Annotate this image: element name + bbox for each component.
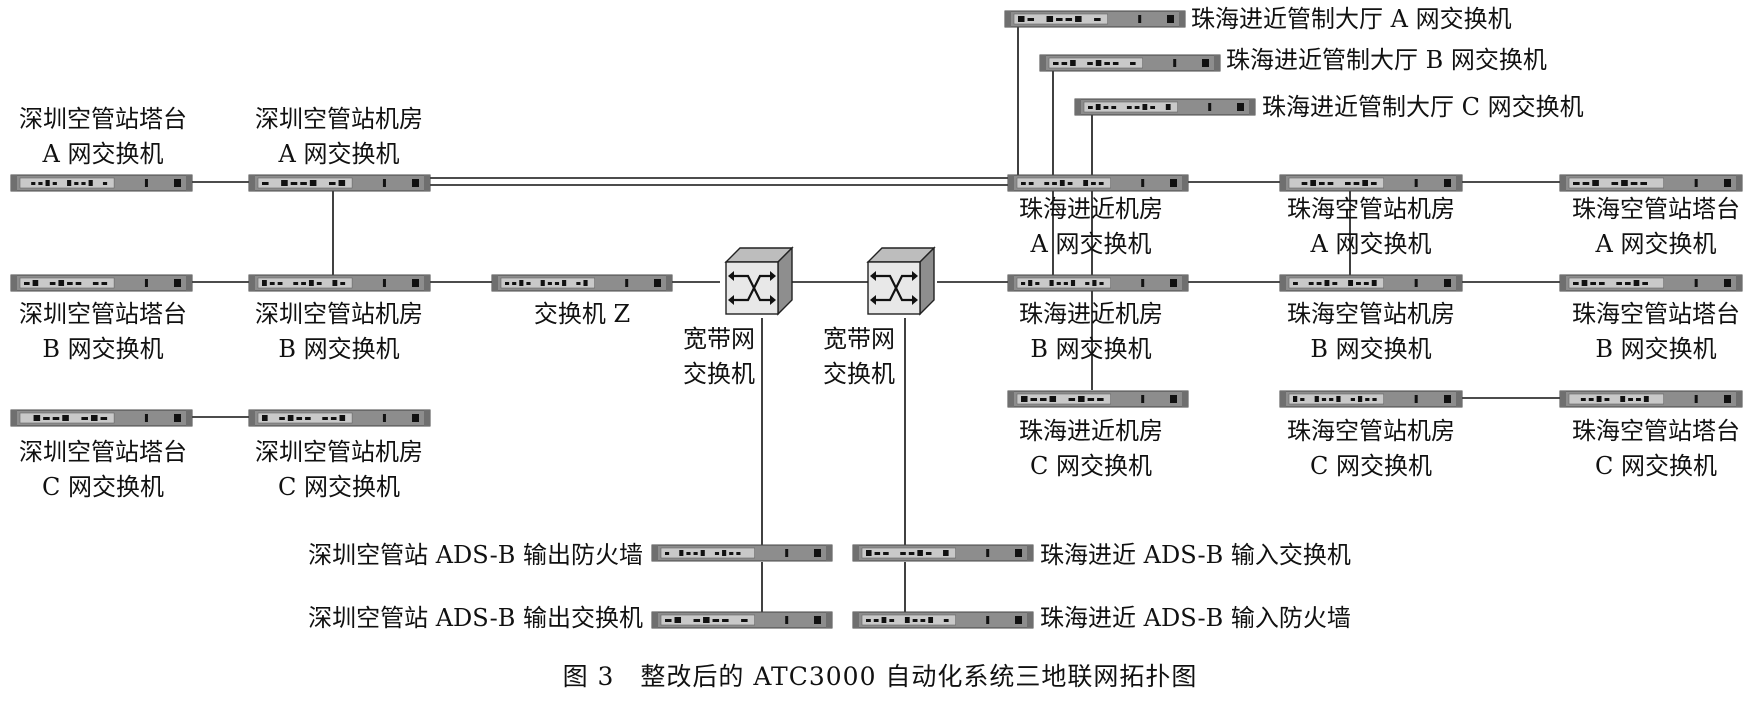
label-sz-room-a-l1: 深圳空管站机房 [255,105,423,133]
label-zh-tower-a-l2: A 网交换机 [1595,230,1717,258]
label-zh-adsb-sw: 珠海进近 ADS-B 输入交换机 [1040,541,1351,569]
label-sz-adsb-sw: 深圳空管站 ADS-B 输出交换机 [308,604,643,632]
label-zh-tower-c-l1: 珠海空管站塔台 [1572,417,1740,445]
zh-atc-room-a-switch-icon [1279,174,1463,192]
sz-room-c-switch-icon [248,409,431,427]
label-zh-atc-room-b-l1: 珠海空管站机房 [1287,300,1455,328]
label-zh-atc-room-b-l2: B 网交换机 [1310,335,1431,363]
label-zh-app-room-a-l1: 珠海进近机房 [1019,195,1163,223]
zh-hall-b-switch-icon [1039,54,1221,72]
zh-atc-room-c-switch-icon [1279,390,1463,408]
sz-tower-b-switch-icon [10,274,193,292]
label-sz-room-a-l2: A 网交换机 [278,140,400,168]
sz-tower-c-switch-icon [10,409,193,427]
label-sz-room-c-l2: C 网交换机 [278,473,400,501]
figure-caption: 图 3 整改后的 ATC3000 自动化系统三地联网拓扑图 [563,662,1198,691]
zh-hall-a-switch-icon [1004,10,1186,28]
sz-tower-a-switch-icon [10,174,193,192]
sz-room-a-switch-icon [248,174,431,192]
zh-tower-c-switch-icon [1559,390,1743,408]
label-sz-room-b-l2: B 网交换机 [278,335,399,363]
connection-lines [192,27,1560,612]
broadband-switch-1-icon [724,246,794,316]
labels: 珠海进近管制大厅 A 网交换机 珠海进近管制大厅 B 网交换机 珠海进近管制大厅… [19,5,1740,691]
zh-app-room-c-switch-icon [1007,390,1189,408]
label-broadband-2-l2: 交换机 [823,360,895,388]
zh-adsb-switch-icon [852,544,1034,562]
label-sz-adsb-fw: 深圳空管站 ADS-B 输出防火墙 [308,541,643,569]
zh-hall-c-switch-icon [1074,98,1256,116]
label-zh-tower-a-l1: 珠海空管站塔台 [1572,195,1740,223]
sz-adsb-firewall-icon [651,544,833,562]
label-zh-app-room-c-l1: 珠海进近机房 [1019,417,1163,445]
label-sz-tower-a-l1: 深圳空管站塔台 [19,105,187,133]
label-sz-room-b-l1: 深圳空管站机房 [255,300,423,328]
switch-z-icon [491,274,673,292]
label-switch-z: 交换机 Z [534,300,630,328]
zh-app-room-a-switch-icon [1007,174,1189,192]
label-zh-atc-room-c-l2: C 网交换机 [1310,452,1432,480]
label-zh-app-room-b-l2: B 网交换机 [1030,335,1151,363]
label-zh-tower-b-l2: B 网交换机 [1595,335,1716,363]
label-zh-app-room-c-l2: C 网交换机 [1030,452,1152,480]
label-broadband-1-l2: 交换机 [683,360,755,388]
sz-room-b-switch-icon [248,274,431,292]
label-sz-tower-c-l1: 深圳空管站塔台 [19,438,187,466]
label-broadband-2-l1: 宽带网 [823,325,895,353]
label-zh-hall-a: 珠海进近管制大厅 A 网交换机 [1191,5,1512,33]
label-zh-tower-b-l1: 珠海空管站塔台 [1572,300,1740,328]
label-zh-hall-b: 珠海进近管制大厅 B 网交换机 [1226,46,1547,74]
label-zh-atc-room-a-l2: A 网交换机 [1310,230,1432,258]
zh-tower-a-switch-icon [1559,174,1743,192]
label-zh-tower-c-l2: C 网交换机 [1595,452,1717,480]
devices [10,10,1743,629]
label-zh-atc-room-a-l1: 珠海空管站机房 [1287,195,1455,223]
label-sz-room-c-l1: 深圳空管站机房 [255,438,423,466]
zh-app-room-b-switch-icon [1007,274,1189,292]
label-sz-tower-c-l2: C 网交换机 [42,473,164,501]
label-sz-tower-b-l2: B 网交换机 [42,335,163,363]
label-sz-tower-b-l1: 深圳空管站塔台 [19,300,187,328]
label-zh-hall-c: 珠海进近管制大厅 C 网交换机 [1262,93,1584,121]
broadband-switch-2-icon [866,246,936,316]
label-zh-atc-room-c-l1: 珠海空管站机房 [1287,417,1455,445]
sz-adsb-switch-icon [651,611,833,629]
zh-adsb-firewall-icon [852,611,1034,629]
label-zh-app-room-a-l2: A 网交换机 [1030,230,1152,258]
label-zh-adsb-fw: 珠海进近 ADS-B 输入防火墙 [1040,604,1351,632]
zh-tower-b-switch-icon [1559,274,1743,292]
label-sz-tower-a-l2: A 网交换机 [42,140,164,168]
label-broadband-1-l1: 宽带网 [683,325,755,353]
label-zh-app-room-b-l1: 珠海进近机房 [1019,300,1163,328]
zh-atc-room-b-switch-icon [1279,274,1463,292]
